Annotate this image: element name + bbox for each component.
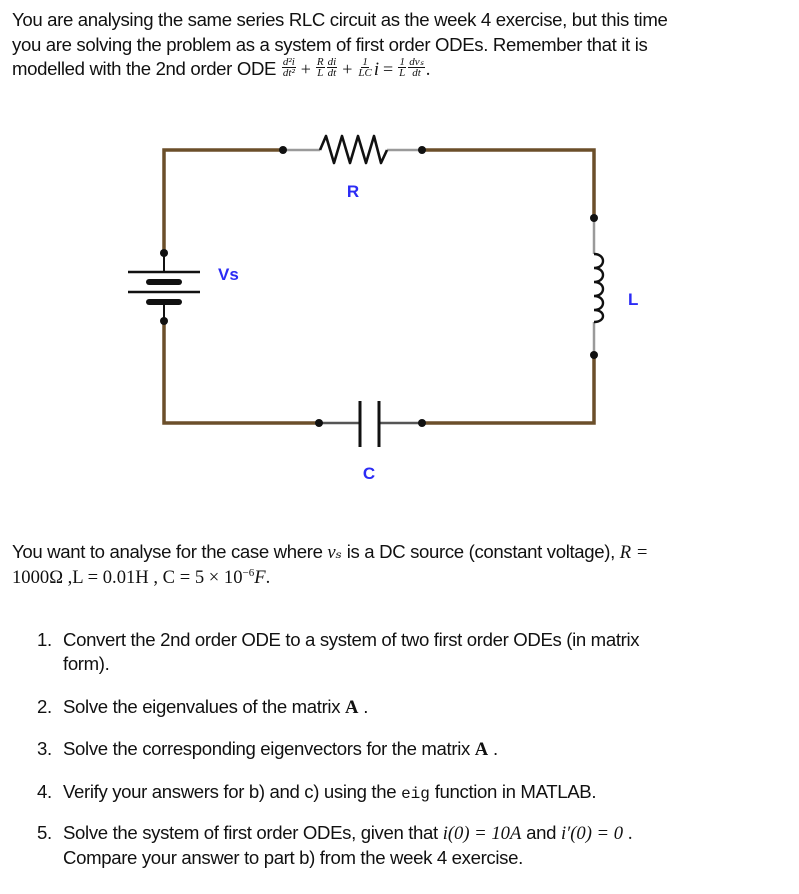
inductor-label: L xyxy=(628,290,638,309)
task-text: Convert the 2nd order ODE to a system of… xyxy=(63,629,640,650)
task-number: 3. xyxy=(37,738,52,759)
initial-condition-i: i(0) = 10A xyxy=(442,823,522,844)
intro-line-2: you are solving the problem as a system … xyxy=(12,34,648,55)
resistor-label: R xyxy=(347,182,359,201)
resistor-symbol xyxy=(279,134,426,165)
initial-condition-di: i′(0) = 0 xyxy=(560,823,624,844)
source-label: Vs xyxy=(218,265,239,284)
capacitor-label: C xyxy=(363,464,375,483)
wires xyxy=(162,148,596,425)
matrix-a-symbol: A xyxy=(344,697,359,718)
task-number: 5. xyxy=(37,822,52,843)
task-text-cont: form). xyxy=(63,653,110,674)
task-number: 1. xyxy=(37,629,52,650)
task-text: Solve the eigenvalues of the matrix A . xyxy=(63,696,369,718)
code-eig: eig xyxy=(401,785,430,803)
task-number: 2. xyxy=(37,696,52,717)
case-line-1: You want to analyse for the case where v… xyxy=(12,541,649,563)
matrix-a-symbol: A xyxy=(474,739,489,760)
intro-line-1: You are analysing the same series RLC ci… xyxy=(12,9,668,30)
intro-line-3-text: modelled with the 2nd order ODE xyxy=(12,58,277,79)
vs-symbol: vₛ xyxy=(327,542,342,563)
task-number: 4. xyxy=(37,781,52,802)
task-text-cont: Compare your answer to part b) from the … xyxy=(63,847,523,868)
task-text: Verify your answers for b) and c) using … xyxy=(63,781,597,803)
battery-symbol xyxy=(128,249,200,325)
component-values: 1000Ω ,L = 0.01H , C = 5 × 10 xyxy=(12,567,243,588)
task-text: Solve the corresponding eigenvectors for… xyxy=(63,738,498,760)
case-line-2: 1000Ω ,L = 0.01H , C = 5 × 10−6F. xyxy=(12,566,271,588)
task-text: Solve the system of first order ODEs, gi… xyxy=(63,822,633,844)
inductor-symbol xyxy=(590,214,605,359)
r-equals: R = xyxy=(619,542,649,563)
capacitor-symbol xyxy=(315,401,426,447)
